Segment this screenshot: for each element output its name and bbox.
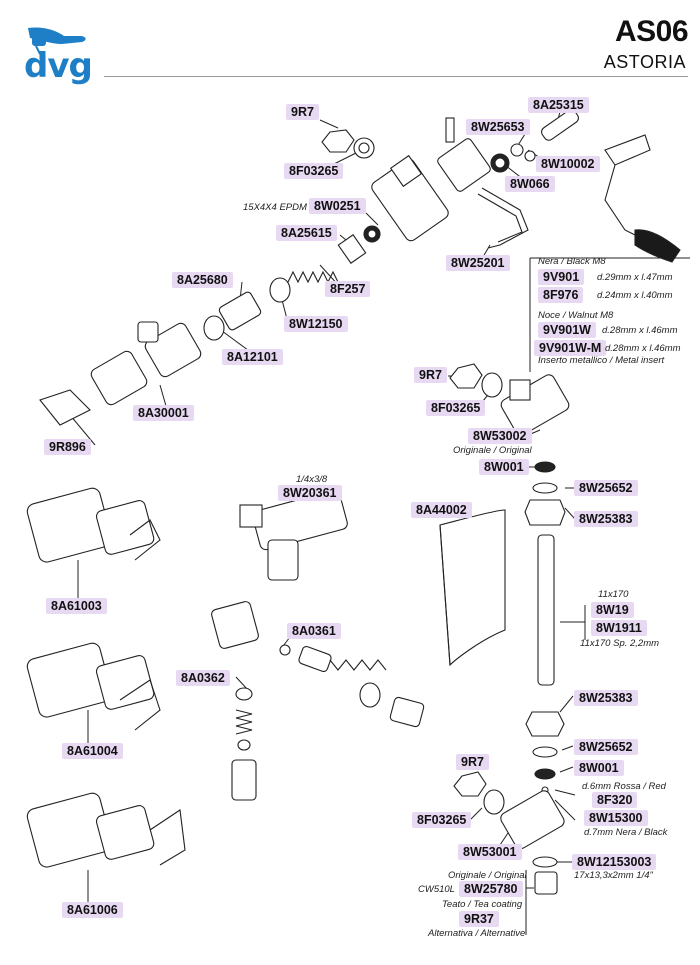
part-label: 8F257 bbox=[325, 281, 371, 297]
note: d.28mm x l.46mm bbox=[605, 343, 681, 354]
product-name: ASTORIA bbox=[603, 52, 686, 72]
part-label: 8W25652 bbox=[574, 480, 638, 496]
part-label: 9V901W-M bbox=[534, 340, 607, 356]
part-label: 8W20361 bbox=[278, 485, 342, 501]
faucet-logo-icon bbox=[28, 27, 86, 55]
part-label: 8F03265 bbox=[426, 400, 486, 416]
part-label: 8A0362 bbox=[176, 670, 230, 686]
part-label: 9V901W bbox=[538, 322, 596, 338]
note: d.24mm x l.40mm bbox=[597, 290, 673, 301]
part-label: 8F03265 bbox=[412, 812, 472, 828]
note: 17x13,3x2mm 1/4" bbox=[574, 870, 653, 881]
part-label: 8W53001 bbox=[458, 844, 522, 860]
header-divider bbox=[104, 76, 688, 77]
note: Inserto metallico / Metal insert bbox=[538, 355, 665, 366]
note: Noce / Walnut M8 bbox=[538, 310, 614, 321]
note: d.6mm Rossa / Red bbox=[582, 781, 666, 792]
note: 1/4x3/8 bbox=[296, 474, 328, 485]
part-label: 8A0361 bbox=[287, 623, 341, 639]
part-label: 8F976 bbox=[538, 287, 584, 303]
part-label: 9R896 bbox=[44, 439, 91, 455]
logo-text: dvg bbox=[24, 46, 93, 86]
part-label: 8W25201 bbox=[446, 255, 510, 271]
part-label: 8W25383 bbox=[574, 690, 638, 706]
part-label: 9R7 bbox=[414, 367, 447, 383]
part-label: 8W001 bbox=[479, 459, 529, 475]
part-label: 8W066 bbox=[505, 176, 555, 192]
part-label: 8A25680 bbox=[172, 272, 233, 288]
part-label: 8W25652 bbox=[574, 739, 638, 755]
part-label: 8W12150 bbox=[284, 316, 348, 332]
part-label: 9V901 bbox=[538, 269, 585, 285]
part-label: 8W53002 bbox=[468, 428, 532, 444]
part-shapes bbox=[26, 109, 681, 895]
part-label: 8W25653 bbox=[466, 119, 530, 135]
note: d.28mm x l.46mm bbox=[602, 325, 678, 336]
note: Originale / Original bbox=[448, 870, 527, 881]
product-code: AS06 bbox=[614, 15, 689, 48]
part-label: 8W25383 bbox=[574, 511, 638, 527]
note: Originale / Original bbox=[453, 445, 532, 456]
part-label: 8W0251 bbox=[309, 198, 366, 214]
part-label: 8F03265 bbox=[284, 163, 344, 179]
part-label: 8A30001 bbox=[133, 405, 194, 421]
part-label: 8W12153003 bbox=[572, 854, 657, 870]
part-label: 8A25315 bbox=[528, 97, 589, 113]
note: Teato / Tea coating bbox=[442, 899, 523, 910]
part-label: 9R7 bbox=[456, 754, 489, 770]
dvg-logo: dvg bbox=[22, 22, 97, 86]
note: 11x170 Sp. 2,2mm bbox=[580, 638, 660, 649]
part-label: 8W19 bbox=[591, 602, 634, 618]
note: d.29mm x l.47mm bbox=[597, 272, 673, 283]
note: d.7mm Nera / Black bbox=[584, 827, 668, 838]
part-label: 9R7 bbox=[286, 104, 319, 120]
note: 11x170 bbox=[598, 589, 629, 600]
part-label: 8A12101 bbox=[222, 349, 283, 365]
part-label: 9R37 bbox=[459, 911, 499, 927]
part-label: 8A61004 bbox=[62, 743, 123, 759]
part-label: 8A44002 bbox=[411, 502, 472, 518]
part-label: 8W001 bbox=[574, 760, 624, 776]
part-label: 8W10002 bbox=[536, 156, 600, 172]
part-label: 8A61006 bbox=[62, 902, 123, 918]
part-label: 8W1911 bbox=[591, 620, 647, 636]
part-label: 8W25780 bbox=[459, 881, 523, 897]
note: Nera / Black M8 bbox=[538, 256, 606, 267]
part-label: 8A61003 bbox=[46, 598, 107, 614]
note: 15X4X4 EPDM bbox=[243, 202, 307, 213]
part-label: 8F320 bbox=[592, 792, 638, 808]
part-label: 8A25615 bbox=[276, 225, 337, 241]
note: CW510L bbox=[418, 884, 455, 895]
note: Alternativa / Alternative bbox=[428, 928, 526, 939]
part-label: 8W15300 bbox=[584, 810, 648, 826]
